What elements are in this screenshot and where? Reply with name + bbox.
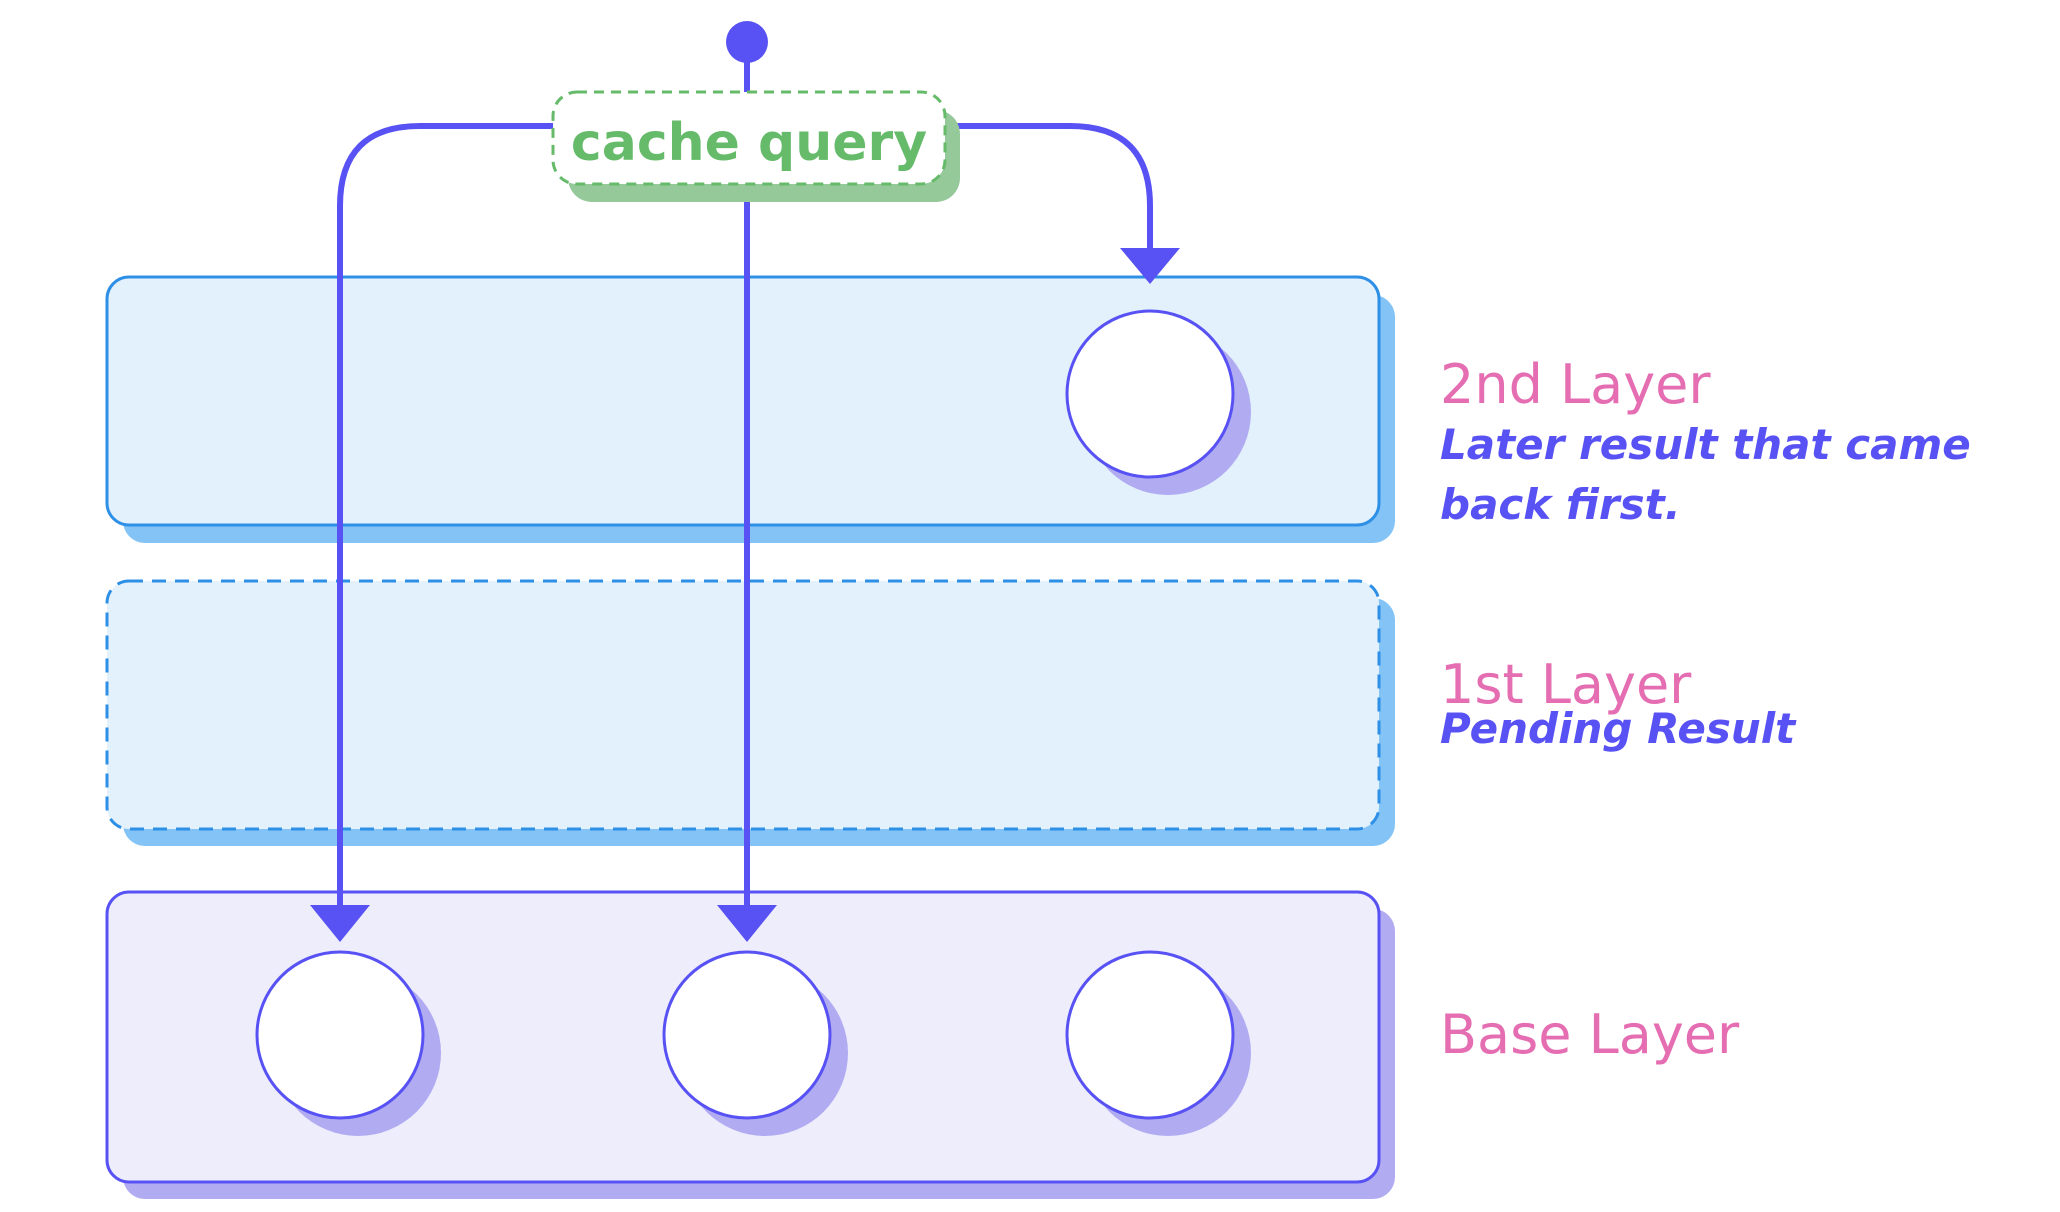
- second-layer-box: [105, 275, 1381, 527]
- first-layer-title: 1st Layer: [1440, 653, 1692, 716]
- base-node-center: [662, 950, 848, 1136]
- base-layer-label: Base Layer: [1440, 1005, 2000, 1065]
- first-layer-label: 1st Layer Pending Result: [1440, 655, 2000, 759]
- base-layer-title: Base Layer: [1440, 1003, 1740, 1066]
- arrow-to-base-left: [337, 123, 555, 908]
- base-node-left: [255, 950, 441, 1136]
- result-node: [662, 950, 832, 1120]
- result-node: [255, 950, 425, 1120]
- arrow-head-second: [1120, 248, 1180, 284]
- result-node: [1065, 309, 1235, 479]
- arrow-head-base-center: [717, 905, 777, 942]
- second-layer-label: 2nd Layer Later result that came back fi…: [1440, 355, 2000, 535]
- second-layer-title: 2nd Layer: [1440, 353, 1711, 416]
- result-node: [1065, 950, 1235, 1120]
- second-layer-node: [1065, 309, 1251, 495]
- arrow-head-base-left: [310, 905, 370, 942]
- first-layer-box: [105, 579, 1381, 831]
- first-layer: [105, 579, 1395, 846]
- cache-query: cache query: [551, 90, 960, 202]
- arrow-to-second-layer: [950, 123, 1153, 250]
- second-layer-description: Later result that came back first.: [1440, 420, 1971, 529]
- cache-query-box: [551, 90, 947, 186]
- base-node-right: [1065, 950, 1251, 1136]
- cache-query-label: cache query: [571, 113, 927, 173]
- first-layer-description: Pending Result: [1440, 704, 1796, 753]
